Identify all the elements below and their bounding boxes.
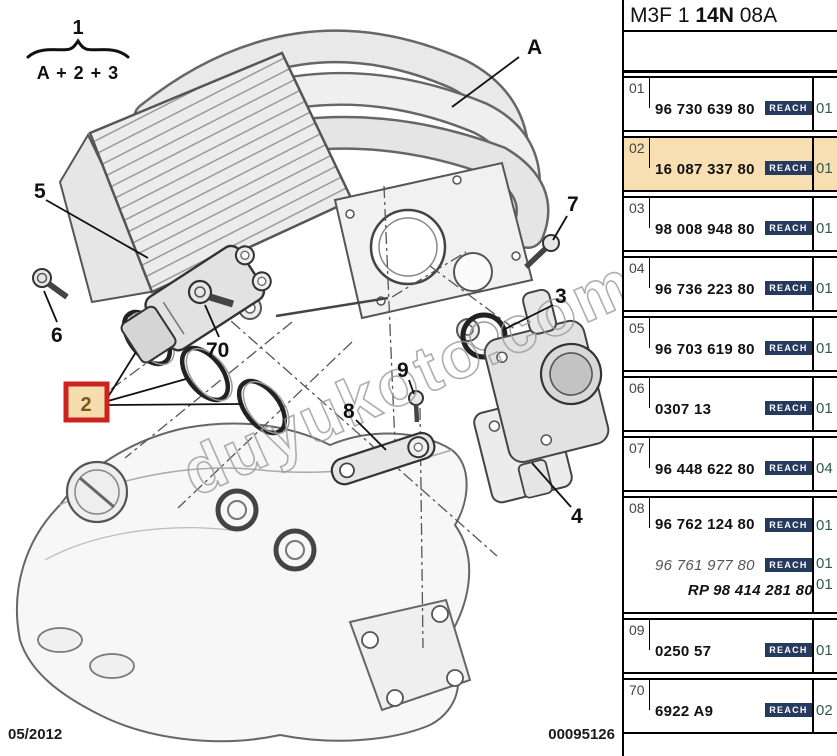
qty-divider [812,78,814,130]
quantity: 01 [816,576,833,593]
qty-divider [812,198,814,250]
item-number: 04 [624,258,650,288]
alt-part-number: 96 761 977 80 [655,557,755,574]
item-number: 03 [624,198,650,228]
throttle-body-drawing [473,288,610,504]
part-number: 6922 A9 [655,703,714,720]
qty-divider [812,138,814,190]
callout-5: 5 [34,180,46,203]
part-number: 96 762 124 80 [655,516,755,533]
engine-code-right: 08A [739,4,778,27]
engine-code-left: M3F 1 [630,4,690,27]
part-number: 96 448 622 80 [655,461,755,478]
engine-code-header: M3F 1 14N 08A [624,0,837,32]
reach-badge[interactable]: REACH [765,518,812,532]
callout-2-box[interactable]: 2 [63,381,110,423]
qty-divider [812,680,814,732]
part-number: 96 730 639 80 [655,101,755,118]
reach-badge[interactable]: REACH [765,643,812,657]
part-number: 16 087 337 80 [655,161,755,178]
callout-6: 6 [51,324,63,347]
qty-divider [812,318,814,370]
part-number: 0307 13 [655,401,712,418]
table-spacer-row [624,32,837,73]
quantity: 01 [816,400,833,417]
table-row[interactable]: 05 96 703 619 80 REACH 01 [624,316,837,372]
reach-badge[interactable]: REACH [765,461,812,475]
item-number: 05 [624,318,650,348]
document-number: 00095126 [548,726,615,743]
part-number: 96 703 619 80 [655,341,755,358]
assembly-legend: 1 A + 2 + 3 [26,17,130,83]
bolt-70 [187,279,235,308]
leader-lines [43,56,572,508]
part-number: 98 008 948 80 [655,221,755,238]
quantity: 01 [816,517,833,534]
quantity: 01 [816,160,833,177]
part-number: 96 736 223 80 [655,281,755,298]
callout-70: 70 [206,339,229,362]
table-row[interactable]: 04 96 736 223 80 REACH 01 [624,256,837,312]
qty-divider [812,620,814,672]
rp-part-number: RP 98 414 281 80 [687,582,813,599]
part-number: 0250 57 [655,643,712,660]
table-row-selected[interactable]: 02 16 087 337 80 REACH 01 [624,136,837,192]
table-row[interactable]: 09 0250 57 REACH 01 [624,618,837,674]
item-number: 09 [624,620,650,650]
bolt-9 [408,390,424,423]
quantity: 01 [816,340,833,357]
reach-badge[interactable]: REACH [765,703,812,717]
table-row[interactable]: 03 98 008 948 80 REACH 01 [624,196,837,252]
callout-8: 8 [343,400,355,423]
quantity: 01 [816,280,833,297]
item-number: 07 [624,438,650,468]
callout-2: 2 [80,394,91,416]
qty-divider [812,378,814,430]
item-number: 70 [624,680,650,710]
table-row[interactable]: 01 96 730 639 80 REACH 01 [624,76,837,132]
reach-badge[interactable]: REACH [765,558,812,572]
bracket-drawing [330,431,436,486]
reach-badge[interactable]: REACH [765,101,812,115]
callout-3: 3 [555,285,567,308]
quantity: 01 [816,220,833,237]
parts-table: M3F 1 14N 08A 01 96 730 639 80 REACH 01 … [622,0,837,756]
table-row[interactable]: 70 6922 A9 REACH 02 [624,678,837,734]
reach-badge[interactable]: REACH [765,161,812,175]
callout-7: 7 [567,193,579,216]
engine-code-bold: 14N [695,4,734,27]
callout-A: A [527,36,542,59]
quantity: 01 [816,555,833,572]
table-row[interactable]: 06 0307 13 REACH 01 [624,376,837,432]
bolt-7 [524,234,560,269]
reach-badge[interactable]: REACH [765,341,812,355]
qty-divider [812,438,814,490]
item-number: 06 [624,378,650,408]
exploded-diagram: duyukoto.com 1 A + 2 + 3 [8,17,647,743]
item-number: 02 [624,138,650,168]
item-number: 01 [624,78,650,108]
reach-badge[interactable]: REACH [765,401,812,415]
quantity: 04 [816,460,833,477]
legend-top-label: 1 [72,17,83,39]
table-row[interactable]: 07 96 448 622 80 REACH 04 [624,436,837,492]
callout-4: 4 [571,505,583,528]
quantity: 01 [816,100,833,117]
quantity: 02 [816,702,833,719]
reach-badge[interactable]: REACH [765,221,812,235]
legend-bottom-label: A + 2 + 3 [37,63,119,83]
bolt-6 [32,268,69,300]
upper-manifold-drawing [58,29,550,342]
item-number: 08 [624,498,650,528]
quantity: 01 [816,642,833,659]
revision-date: 05/2012 [8,726,63,743]
qty-divider [812,498,814,612]
table-row[interactable]: 08 96 762 124 80 REACH 96 761 977 80 REA… [624,496,837,614]
qty-divider [812,258,814,310]
brace-glyph [26,38,130,59]
reach-badge[interactable]: REACH [765,281,812,295]
lower-manifold-drawing [16,422,472,743]
callout-9: 9 [397,359,409,382]
